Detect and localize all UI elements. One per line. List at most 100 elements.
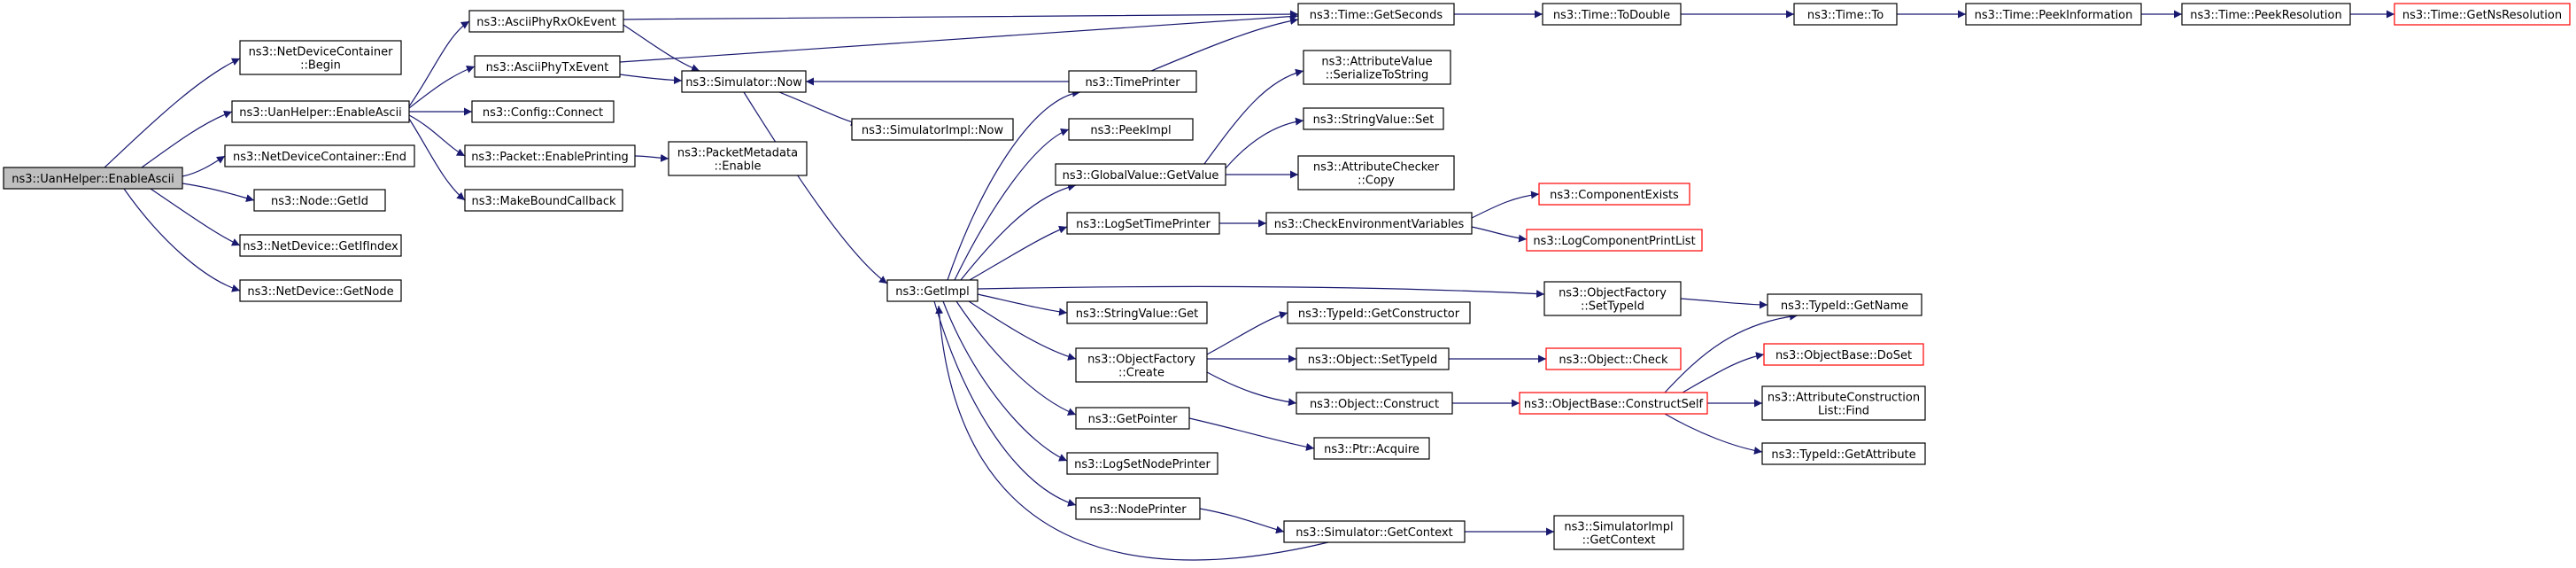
node-time-getseconds[interactable]: ns3::Time::GetSeconds bbox=[1297, 3, 1455, 26]
node-nd-getnode[interactable]: ns3::NetDevice::GetNode bbox=[239, 279, 402, 302]
node-box[interactable] bbox=[1303, 107, 1444, 130]
node-nd-getifindex[interactable]: ns3::NetDevice::GetIfIndex bbox=[239, 234, 402, 257]
node-simimpl-getctx[interactable]: ns3::SimulatorImpl::GetContext bbox=[1553, 515, 1684, 550]
node-nodeprinter[interactable]: ns3::NodePrinter bbox=[1075, 497, 1201, 520]
node-obj-settypeid[interactable]: ns3::Object::SetTypeId bbox=[1296, 347, 1450, 370]
node-box[interactable] bbox=[2181, 3, 2351, 26]
node-sim-getctx[interactable]: ns3::Simulator::GetContext bbox=[1283, 520, 1466, 543]
node-box[interactable] bbox=[1075, 347, 1208, 383]
node-comp-exists[interactable]: ns3::ComponentExists bbox=[1538, 183, 1690, 206]
node-config[interactable]: ns3::Config::Connect bbox=[471, 100, 615, 123]
node-logsettime[interactable]: ns3::LogSetTimePrinter bbox=[1066, 212, 1220, 235]
node-obj-construct[interactable]: ns3::Object::Construct bbox=[1296, 392, 1453, 415]
node-box[interactable] bbox=[1265, 212, 1473, 235]
node-box[interactable] bbox=[474, 55, 621, 78]
node-box[interactable] bbox=[239, 40, 402, 75]
node-time-todouble[interactable]: ns3::Time::ToDouble bbox=[1542, 3, 1682, 26]
node-peekimpl[interactable]: ns3::PeekImpl bbox=[1068, 118, 1194, 141]
node-box[interactable] bbox=[886, 279, 979, 302]
node-simimpl-now[interactable]: ns3::SimulatorImpl::Now bbox=[851, 118, 1014, 141]
node-box[interactable] bbox=[1068, 70, 1197, 93]
node-box[interactable] bbox=[464, 189, 623, 212]
node-box[interactable] bbox=[1543, 281, 1682, 316]
node-node-getid[interactable]: ns3::Node::GetId bbox=[253, 189, 386, 212]
node-box[interactable] bbox=[1763, 343, 1924, 366]
node-box[interactable] bbox=[1066, 301, 1208, 324]
node-box[interactable] bbox=[224, 144, 415, 167]
node-box[interactable] bbox=[1066, 452, 1218, 475]
node-box[interactable] bbox=[1526, 229, 1703, 252]
node-getpointer[interactable]: ns3::GetPointer bbox=[1075, 407, 1190, 430]
node-ac-copy[interactable]: ns3::AttributeChecker::Copy bbox=[1297, 155, 1455, 191]
node-box[interactable] bbox=[668, 141, 808, 176]
node-time-getnsres[interactable]: ns3::Time::GetNsResolution bbox=[2394, 3, 2571, 26]
node-ndc-begin[interactable]: ns3::NetDeviceContainer::Begin bbox=[239, 40, 402, 75]
node-uan-enable[interactable]: ns3::UanHelper::EnableAscii bbox=[231, 100, 410, 123]
node-box[interactable] bbox=[1283, 520, 1466, 543]
node-box[interactable] bbox=[1066, 212, 1220, 235]
node-ndc-end[interactable]: ns3::NetDeviceContainer::End bbox=[224, 144, 415, 167]
node-obj-check[interactable]: ns3::Object::Check bbox=[1545, 347, 1682, 370]
node-getimpl[interactable]: ns3::GetImpl bbox=[886, 279, 979, 302]
node-sv-set[interactable]: ns3::StringValue::Set bbox=[1303, 107, 1444, 130]
node-box[interactable] bbox=[1519, 392, 1708, 415]
node-ob-constructself[interactable]: ns3::ObjectBase::ConstructSelf bbox=[1519, 392, 1708, 415]
node-pkt-enable[interactable]: ns3::Packet::EnablePrinting bbox=[464, 144, 636, 167]
node-checkenv[interactable]: ns3::CheckEnvironmentVariables bbox=[1265, 212, 1473, 235]
node-box[interactable] bbox=[1538, 183, 1690, 206]
node-av-serialize[interactable]: ns3::AttributeValue::SerializeToString bbox=[1303, 50, 1451, 85]
node-box[interactable] bbox=[1553, 515, 1684, 550]
node-txev[interactable]: ns3::AsciiPhyTxEvent bbox=[474, 55, 621, 78]
node-logcomp-print[interactable]: ns3::LogComponentPrintList bbox=[1526, 229, 1703, 252]
node-box[interactable] bbox=[1296, 392, 1453, 415]
node-box[interactable] bbox=[1761, 385, 1926, 421]
node-tid-getname[interactable]: ns3::TypeId::GetName bbox=[1767, 293, 1922, 316]
node-box[interactable] bbox=[468, 10, 624, 33]
node-of-settypeid[interactable]: ns3::ObjectFactory::SetTypeId bbox=[1543, 281, 1682, 316]
node-box[interactable] bbox=[1297, 3, 1455, 26]
node-box[interactable] bbox=[1296, 347, 1450, 370]
node-tid-getattr[interactable]: ns3::TypeId::GetAttribute bbox=[1761, 442, 1926, 465]
node-box[interactable] bbox=[1055, 163, 1226, 186]
node-box[interactable] bbox=[1793, 3, 1898, 26]
node-box[interactable] bbox=[464, 144, 636, 167]
node-tid-getctor[interactable]: ns3::TypeId::GetConstructor bbox=[1287, 301, 1471, 324]
node-box[interactable] bbox=[1545, 347, 1682, 370]
node-box[interactable] bbox=[1542, 3, 1682, 26]
node-box[interactable] bbox=[1075, 407, 1190, 430]
node-box[interactable] bbox=[239, 279, 402, 302]
node-sv-get[interactable]: ns3::StringValue::Get bbox=[1066, 301, 1208, 324]
node-time-to[interactable]: ns3::Time::To bbox=[1793, 3, 1898, 26]
node-box[interactable] bbox=[253, 189, 386, 212]
node-box[interactable] bbox=[239, 234, 402, 257]
node-of-create[interactable]: ns3::ObjectFactory::Create bbox=[1075, 347, 1208, 383]
node-box[interactable] bbox=[681, 70, 807, 93]
node-rxok[interactable]: ns3::AsciiPhyRxOkEvent bbox=[468, 10, 624, 33]
node-gv-getvalue[interactable]: ns3::GlobalValue::GetValue bbox=[1055, 163, 1226, 186]
node-box[interactable] bbox=[2394, 3, 2571, 26]
node-box[interactable] bbox=[231, 100, 410, 123]
node-box[interactable] bbox=[1068, 118, 1194, 141]
node-box[interactable] bbox=[1287, 301, 1471, 324]
node-box[interactable] bbox=[851, 118, 1014, 141]
node-box[interactable] bbox=[1297, 155, 1455, 191]
node-timeprinter[interactable]: ns3::TimePrinter bbox=[1068, 70, 1197, 93]
node-pm-enable[interactable]: ns3::PacketMetadata::Enable bbox=[668, 141, 808, 176]
node-ob-doset[interactable]: ns3::ObjectBase::DoSet bbox=[1763, 343, 1924, 366]
node-box[interactable] bbox=[3, 167, 183, 190]
node-box[interactable] bbox=[1313, 437, 1430, 460]
node-logsetnode[interactable]: ns3::LogSetNodePrinter bbox=[1066, 452, 1218, 475]
node-box[interactable] bbox=[1767, 293, 1922, 316]
node-makebound[interactable]: ns3::MakeBoundCallback bbox=[464, 189, 623, 212]
node-box[interactable] bbox=[1075, 497, 1201, 520]
node-time-peekres[interactable]: ns3::Time::PeekResolution bbox=[2181, 3, 2351, 26]
node-time-peekinfo[interactable]: ns3::Time::PeekInformation bbox=[1965, 3, 2142, 26]
node-sim-now[interactable]: ns3::Simulator::Now bbox=[681, 70, 807, 93]
node-box[interactable] bbox=[1303, 50, 1451, 85]
node-box[interactable] bbox=[471, 100, 615, 123]
node-ptr-acquire[interactable]: ns3::Ptr::Acquire bbox=[1313, 437, 1430, 460]
node-root[interactable]: ns3::UanHelper::EnableAscii bbox=[3, 167, 183, 190]
node-box[interactable] bbox=[1965, 3, 2142, 26]
node-box[interactable] bbox=[1761, 442, 1926, 465]
